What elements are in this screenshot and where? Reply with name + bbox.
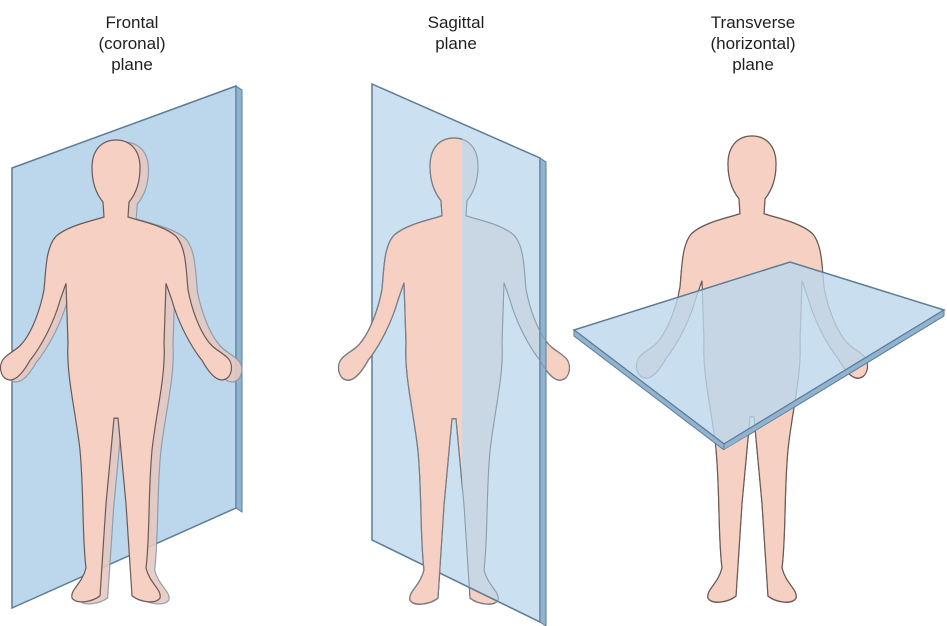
transverse-plane [574,262,944,444]
sagittal-panel [339,84,570,626]
transverse-panel [574,136,944,602]
sagittal-plane-edge [540,158,546,626]
frontal-plane-edge [236,86,242,512]
frontal-panel [1,86,242,608]
